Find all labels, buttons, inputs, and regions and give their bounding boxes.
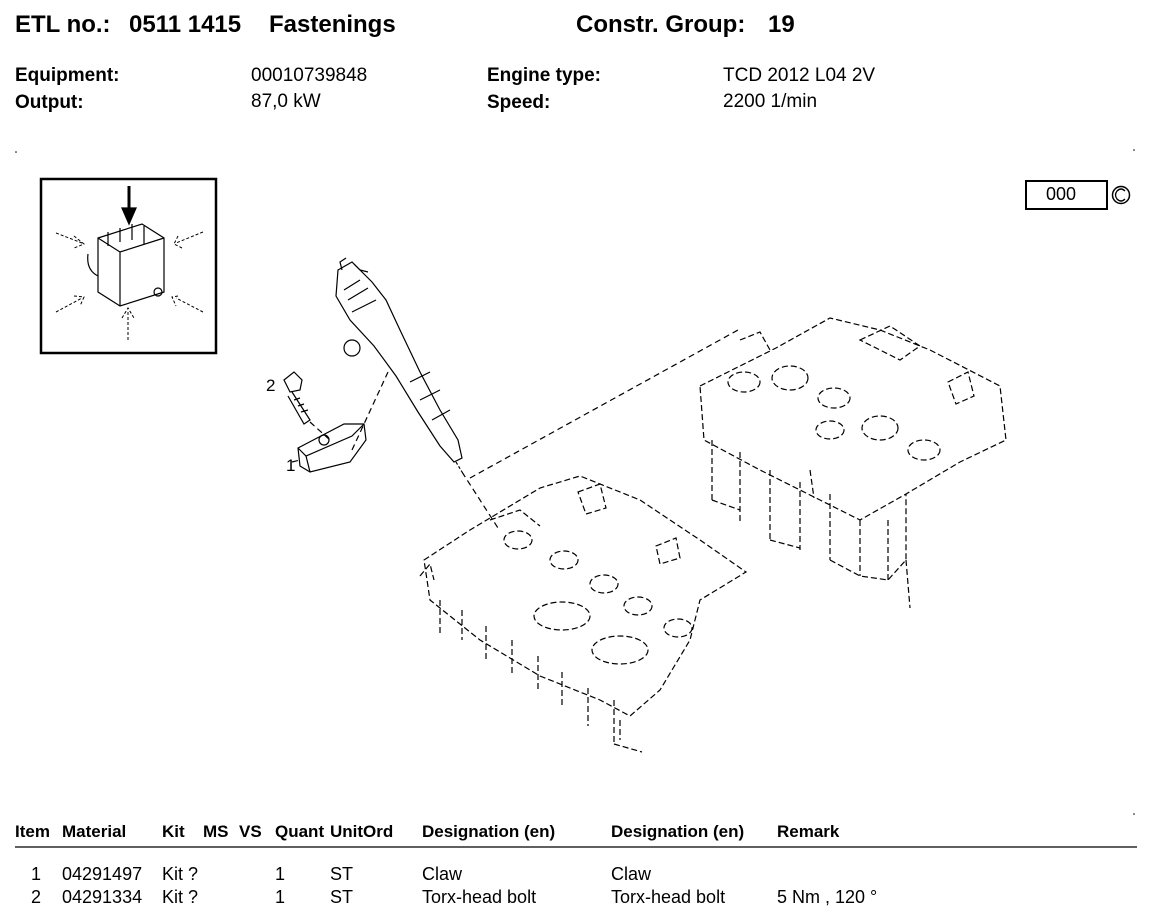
cell-designation-2: Torx-head bolt [611, 887, 726, 907]
cell-material: 04291334 [62, 887, 143, 907]
equipment-label: Equipment: [15, 65, 120, 86]
cell-remark: 5 Nm , 120 ° [777, 887, 878, 907]
cell-designation-2: Claw [611, 864, 652, 884]
col-header-ms: MS [203, 822, 229, 841]
col-header-vs: VS [239, 822, 262, 841]
cell-unit: ST [330, 887, 354, 907]
col-header-designation-1: Designation (en) [422, 822, 556, 841]
claw-drawing [297, 423, 367, 473]
col-header-remark: Remark [777, 822, 840, 841]
engine-type-label: Engine type: [487, 65, 602, 86]
cell-quant: 1 [275, 864, 286, 884]
cell-unit: ST [330, 864, 354, 884]
injector-drawing [335, 257, 463, 473]
output-value: 87,0 kW [251, 91, 321, 112]
cell-item: 1 [31, 864, 42, 884]
cell-kit: Kit ? [162, 864, 199, 884]
speed-label: Speed: [487, 92, 551, 113]
col-header-material: Material [62, 822, 127, 841]
cell-quant: 1 [275, 887, 286, 907]
constr-group-label: Constr. Group: [576, 11, 746, 38]
equipment-value: 00010739848 [251, 65, 368, 86]
speed-value: 2200 1/min [723, 91, 818, 112]
engine-type-value: TCD 2012 L04 2V [723, 65, 876, 86]
constr-group-number: 19 [768, 11, 795, 38]
cell-item: 2 [31, 887, 42, 907]
page-title: Fastenings [269, 11, 396, 38]
cell-designation-1: Torx-head bolt [422, 887, 537, 907]
col-header-unitord: UnitOrd [330, 822, 394, 841]
callout-1: 1 [286, 456, 296, 475]
reference-box-label: 000 [1046, 184, 1077, 204]
output-label: Output: [15, 92, 84, 113]
orientation-inset-icon [39, 177, 218, 355]
cylinder-head-right [699, 317, 1007, 609]
copyright-icon [1111, 185, 1131, 205]
etl-number: 0511 1415 [129, 11, 242, 38]
col-header-quant: Quant [275, 822, 325, 841]
torx-bolt-drawing [283, 371, 311, 425]
col-header-item: Item [15, 822, 50, 841]
cell-designation-1: Claw [422, 864, 463, 884]
reference-box [1025, 180, 1108, 210]
cell-material: 04291497 [62, 864, 143, 884]
etl-label: ETL no.: [15, 11, 111, 38]
cylinder-head-left [419, 475, 748, 753]
callout-2: 2 [266, 376, 276, 395]
col-header-kit: Kit [162, 822, 185, 841]
col-header-designation-2: Designation (en) [611, 822, 745, 841]
cell-kit: Kit ? [162, 887, 199, 907]
